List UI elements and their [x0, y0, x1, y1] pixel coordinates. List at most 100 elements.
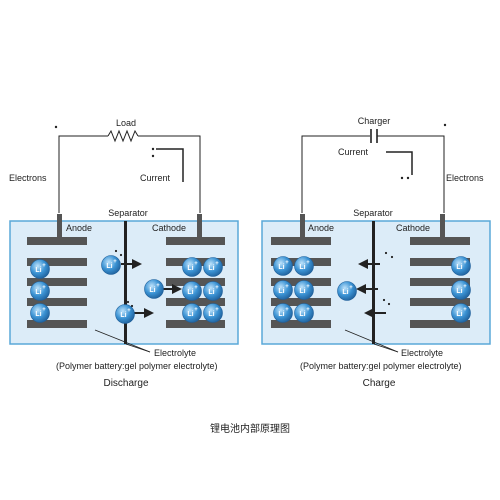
anode-plate — [27, 320, 87, 328]
cathode-plate — [166, 237, 225, 245]
lithium-ion-charge: + — [215, 285, 219, 291]
lithium-ion-symbol: Li — [35, 289, 41, 296]
lithium-ion-symbol: Li — [299, 288, 305, 295]
lithium-ion-charge: + — [215, 307, 219, 313]
lithium-ion-symbol: Li — [299, 311, 305, 318]
lithium-ion: Li+ — [273, 256, 293, 276]
lithium-ion-sphere — [294, 303, 314, 323]
lithium-ion-sphere — [294, 256, 314, 276]
lithium-ion-charge: + — [194, 261, 198, 267]
lithium-ion-symbol: Li — [208, 265, 214, 272]
lithium-ion-sphere — [182, 257, 202, 277]
lithium-ion: Li+ — [144, 279, 164, 299]
electron-dot — [130, 304, 134, 308]
lithium-ion-symbol: Li — [35, 311, 41, 318]
circuit-wire-right — [138, 135, 201, 213]
lithium-ion: Li+ — [451, 256, 471, 276]
current-direction-bracket — [386, 151, 413, 175]
lithium-ion: Li+ — [30, 259, 50, 279]
circuit-wire-right — [377, 135, 445, 213]
anode-terminal — [300, 214, 305, 237]
electrolyte-pointer — [94, 329, 151, 353]
anode-plate — [27, 237, 87, 245]
lithium-ion: Li+ — [294, 303, 314, 323]
lithium-ion-charge: + — [306, 284, 310, 290]
lithium-ion-sphere — [203, 257, 223, 277]
anode-plate — [27, 278, 87, 286]
lithium-ion: Li+ — [30, 281, 50, 301]
anode-plate — [271, 237, 331, 245]
lithium-ion-sphere — [451, 256, 471, 276]
lithium-ion-charge: + — [42, 285, 46, 291]
lithium-ion-charge: + — [349, 285, 353, 291]
lithium-ion-sphere — [337, 281, 357, 301]
lithium-ion: Li+ — [182, 303, 202, 323]
circuit-wire-left — [301, 135, 370, 213]
lithium-ion-symbol: Li — [149, 287, 155, 294]
lithium-ion: Li+ — [30, 303, 50, 323]
electron-dot — [126, 300, 130, 304]
lithium-ion: Li+ — [451, 280, 471, 300]
lithium-ion-sphere — [203, 281, 223, 301]
lithium-ion-symbol: Li — [456, 264, 462, 271]
anode-label: Anode — [66, 223, 92, 233]
figure-caption: 锂电池内部原理图 — [210, 422, 290, 435]
lithium-ion-sphere — [30, 303, 50, 323]
lithium-ion-sphere — [451, 280, 471, 300]
electrolyte-pointer — [344, 329, 399, 353]
electron-dot — [382, 298, 386, 302]
cathode-plate — [166, 298, 225, 306]
lithium-ion-charge: + — [306, 307, 310, 313]
electrolyte-label: Electrolyte — [401, 348, 443, 358]
lithium-ion: Li+ — [294, 280, 314, 300]
electron-dot — [119, 253, 123, 257]
lithium-ion-sphere — [273, 280, 293, 300]
discharge-panel: Load Electrons Current Anode Separator C… — [9, 118, 239, 389]
lithium-ion-symbol: Li — [342, 289, 348, 296]
lithium-ion-sphere — [30, 259, 50, 279]
lithium-ion-symbol: Li — [456, 311, 462, 318]
lithium-ion-sphere — [30, 281, 50, 301]
lithium-ion: Li+ — [451, 303, 471, 323]
electrolyte-note: (Polymer battery:gel polymer electrolyte… — [56, 361, 218, 371]
lithium-ion-charge: + — [306, 260, 310, 266]
separator — [372, 221, 375, 344]
lithium-ion-sphere — [182, 281, 202, 301]
lithium-ions: Li+Li+Li+Li+Li+Li+Li+Li+Li+Li+Li+Li+Li+L… — [30, 255, 471, 324]
load-resistor-icon — [107, 129, 139, 143]
anode-plate — [271, 298, 331, 306]
circuit-wire-left — [58, 135, 108, 213]
lithium-ion: Li+ — [273, 303, 293, 323]
lithium-ion-charge: + — [42, 307, 46, 313]
cathode-plate — [166, 320, 225, 328]
electrons-label: Electrons — [446, 173, 484, 183]
electron-dot — [387, 302, 391, 306]
lithium-ion-sphere — [101, 255, 121, 275]
lithium-ion-symbol: Li — [187, 311, 193, 318]
lithium-ion: Li+ — [203, 303, 223, 323]
lithium-ion-charge: + — [42, 263, 46, 269]
electron-dot — [390, 255, 394, 259]
cathode-plate — [410, 320, 470, 328]
panel-title-charge: Charge — [363, 378, 396, 389]
lithium-ion-charge: + — [285, 307, 289, 313]
electron-dot — [400, 176, 404, 180]
electron-dot — [443, 123, 447, 127]
anode-plate — [27, 298, 87, 306]
electrolyte-pointer — [125, 343, 151, 353]
cathode-label: Cathode — [396, 223, 430, 233]
lithium-ion-charge: + — [285, 260, 289, 266]
cathode-plate — [410, 298, 470, 306]
lithium-ion-charge: + — [215, 261, 219, 267]
lithium-ion-sphere — [115, 304, 135, 324]
lithium-ion-sphere — [451, 303, 471, 323]
cathode-plate — [410, 278, 470, 286]
lithium-ion-sphere — [144, 279, 164, 299]
lithium-ion: Li+ — [294, 256, 314, 276]
lithium-ion-charge: + — [463, 284, 467, 290]
lithium-ion-symbol: Li — [187, 289, 193, 296]
electron-dot — [54, 125, 58, 129]
lithium-ion: Li+ — [203, 281, 223, 301]
electron-dot — [114, 249, 118, 253]
